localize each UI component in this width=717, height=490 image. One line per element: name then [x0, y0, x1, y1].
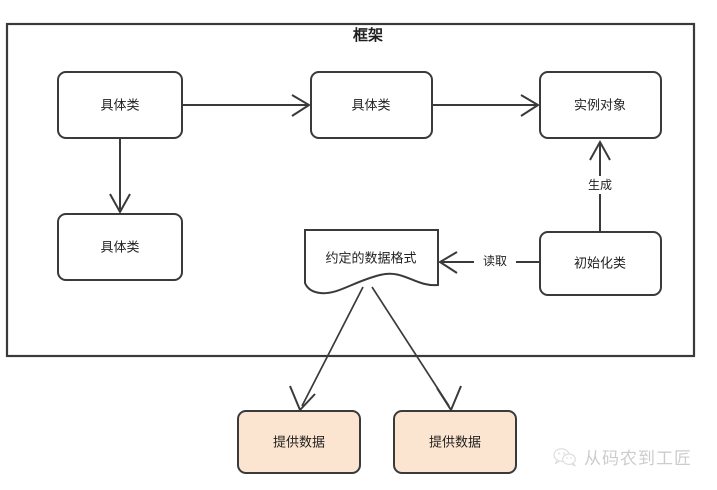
- node-label-initializer-class: 初始化类: [574, 255, 626, 270]
- watermark: 从码农到工匠: [553, 444, 692, 469]
- node-concrete-class-1[interactable]: 具体类: [57, 71, 183, 139]
- node-label-concrete-class-3: 具体类: [100, 239, 139, 254]
- node-label-instance-object: 实例对象: [574, 97, 626, 112]
- node-provide-data-1[interactable]: 提供数据: [237, 410, 361, 474]
- edge-dataformat-to-provide1: [289, 286, 364, 412]
- edge-init-to-instance: 生成: [578, 139, 622, 232]
- edge-concrete1-to-concrete3: [109, 138, 131, 215]
- edge-concrete1-to-concrete2: [182, 94, 311, 117]
- node-label-concrete-class-2: 具体类: [351, 97, 390, 112]
- node-data-format-document[interactable]: 约定的数据格式: [304, 229, 439, 295]
- edge-dataformat-to-provide2: [371, 286, 462, 413]
- edge-concrete2-to-instance: [432, 94, 540, 117]
- node-label-concrete-class-1: 具体类: [100, 97, 139, 112]
- frame-title: 框架: [353, 26, 383, 44]
- framework-boundary: [5, 22, 696, 358]
- edge-init-to-dataformat: 读取: [438, 251, 540, 274]
- edge-label-read: 读取: [483, 254, 507, 268]
- watermark-text: 从码农到工匠: [584, 449, 692, 468]
- node-instance-object[interactable]: 实例对象: [539, 71, 662, 139]
- node-initializer-class[interactable]: 初始化类: [539, 231, 662, 296]
- node-provide-data-2[interactable]: 提供数据: [393, 410, 517, 474]
- node-concrete-class-2[interactable]: 具体类: [310, 71, 433, 139]
- node-label-provide-data-1: 提供数据: [273, 434, 325, 449]
- node-concrete-class-3[interactable]: 具体类: [57, 213, 183, 281]
- node-label-data-format: 约定的数据格式: [325, 250, 416, 265]
- edge-label-generate: 生成: [588, 178, 612, 192]
- wechat-logo-icon: [553, 447, 577, 467]
- node-label-provide-data-2: 提供数据: [429, 434, 481, 449]
